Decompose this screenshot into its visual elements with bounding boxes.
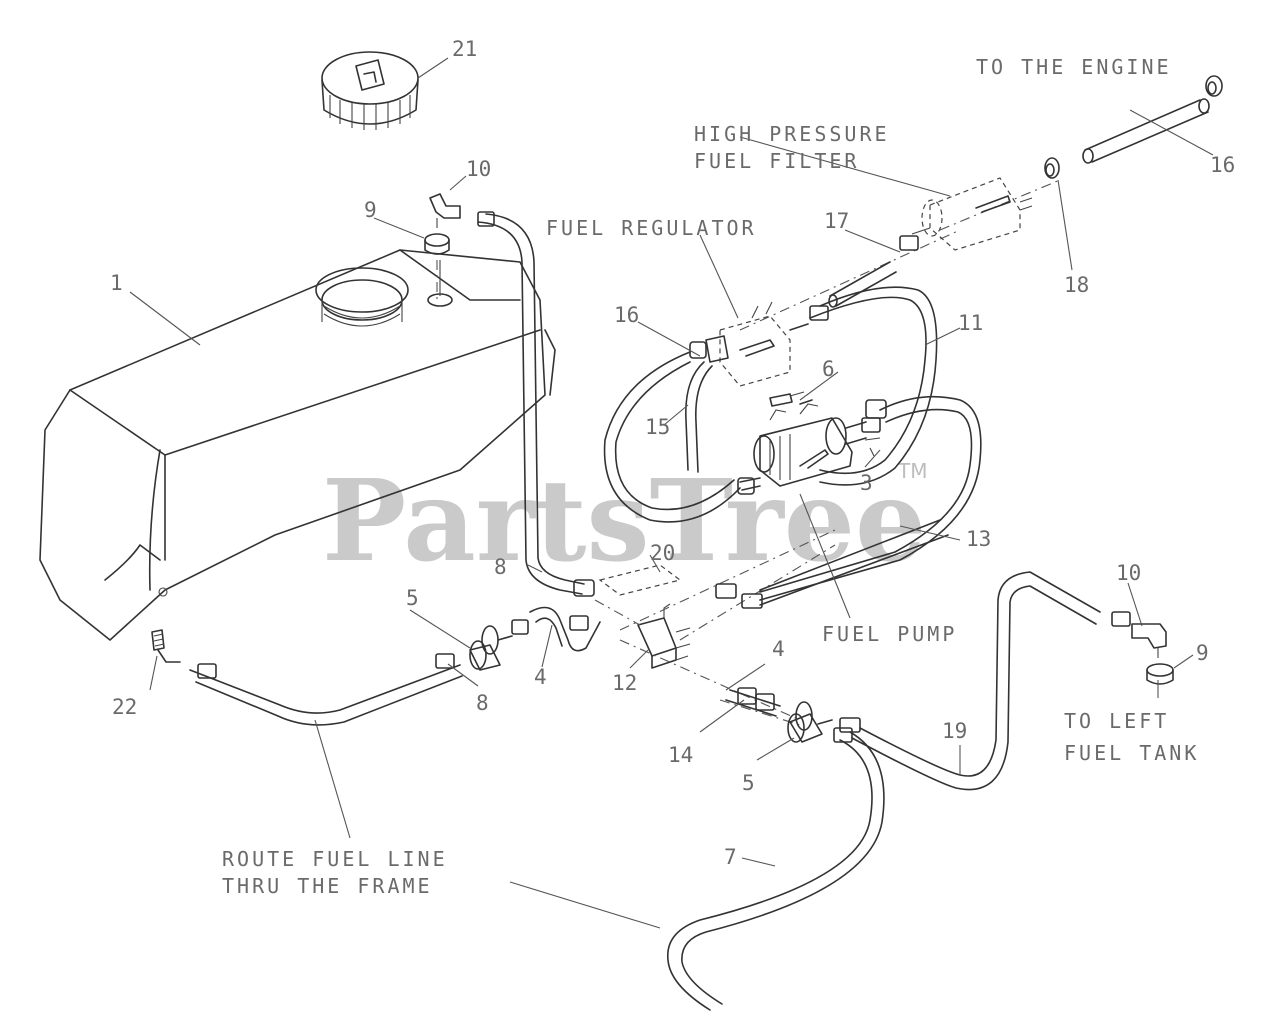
drain-fitting (151, 629, 181, 663)
elbow-fitting-right (1131, 623, 1167, 658)
part-number-4: 4 (534, 665, 547, 689)
inline-filter-left (469, 619, 529, 671)
hose-clamp (477, 211, 595, 597)
part-number-20: 20 (650, 541, 675, 565)
callout-left-tank-line1: TO LEFT (1064, 709, 1169, 733)
fuel-line-8-vertical (477, 221, 583, 595)
part-number-9: 9 (1196, 641, 1209, 665)
part-number-17: 17 (824, 209, 849, 233)
fuel-regulator (689, 301, 829, 387)
fuel-cap (321, 51, 419, 130)
elbow-fitting-top (429, 193, 461, 228)
part-number-1: 1 (110, 271, 123, 295)
watermark-tm: TM (897, 459, 927, 483)
part-number-9: 9 (364, 198, 377, 222)
part-number-15: 15 (645, 415, 670, 439)
fuel-line-13 (759, 519, 941, 591)
leader-lines (129, 57, 1214, 929)
part-number-14: 14 (668, 743, 693, 767)
callout-route-line1: ROUTE FUEL LINE (222, 847, 448, 871)
inline-filter-right (787, 701, 861, 743)
fuel-pump (737, 403, 881, 495)
fuel-line-7 (667, 739, 873, 1011)
part-number-5: 5 (406, 586, 419, 610)
part-number-5: 5 (742, 771, 755, 795)
part-number-10: 10 (466, 157, 491, 181)
part-number-21: 21 (452, 37, 477, 61)
fuel-line-16-loop (603, 351, 741, 523)
fuel-line-16-engine (1082, 75, 1223, 164)
hose-clamp-18 (1044, 157, 1060, 179)
fuel-line-11 (809, 296, 927, 475)
callout-to-engine: TO THE ENGINE (976, 55, 1172, 79)
fuel-line-8-bottom (189, 664, 461, 714)
fuel-line-17 (828, 235, 919, 308)
part-number-7: 7 (724, 845, 737, 869)
decal (598, 564, 682, 596)
callout-route-line2: THRU THE FRAME (222, 874, 433, 898)
part-number-11: 11 (958, 311, 983, 335)
callout-hp-filter-line1: HIGH PRESSURE (694, 122, 890, 146)
part-number-12: 12 (612, 671, 637, 695)
part-number-8: 8 (476, 691, 489, 715)
part-number-3: 3 (860, 471, 873, 495)
callout-hp-filter-line2: FUEL FILTER (694, 149, 859, 173)
tee-fitting (637, 603, 691, 669)
part-number-16: 16 (614, 303, 639, 327)
part-number-19: 19 (942, 719, 967, 743)
grommet-top (424, 233, 450, 255)
grommet-right (1146, 663, 1174, 685)
callout-fuel-regulator: FUEL REGULATOR (546, 216, 757, 240)
part-number-22: 22 (112, 695, 137, 719)
fuel-line-19 (859, 571, 1101, 777)
fuel-tank (39, 249, 556, 641)
fuel-line-15 (685, 361, 705, 471)
part-number-16: 16 (1210, 153, 1235, 177)
part-number-13: 13 (966, 527, 991, 551)
watermark-text: PartsTree (322, 456, 926, 587)
part-number-6: 6 (822, 357, 835, 381)
part-number-4: 4 (772, 637, 785, 661)
high-pressure-fuel-filter (911, 177, 1033, 251)
screw (769, 391, 813, 407)
part-number-18: 18 (1064, 273, 1089, 297)
fuel-line-4-left (529, 606, 601, 652)
callout-left-tank-line2: FUEL TANK (1064, 741, 1199, 765)
part-number-10: 10 (1116, 561, 1141, 585)
callout-fuel-pump: FUEL PUMP (822, 622, 957, 646)
part-number-8: 8 (494, 555, 507, 579)
